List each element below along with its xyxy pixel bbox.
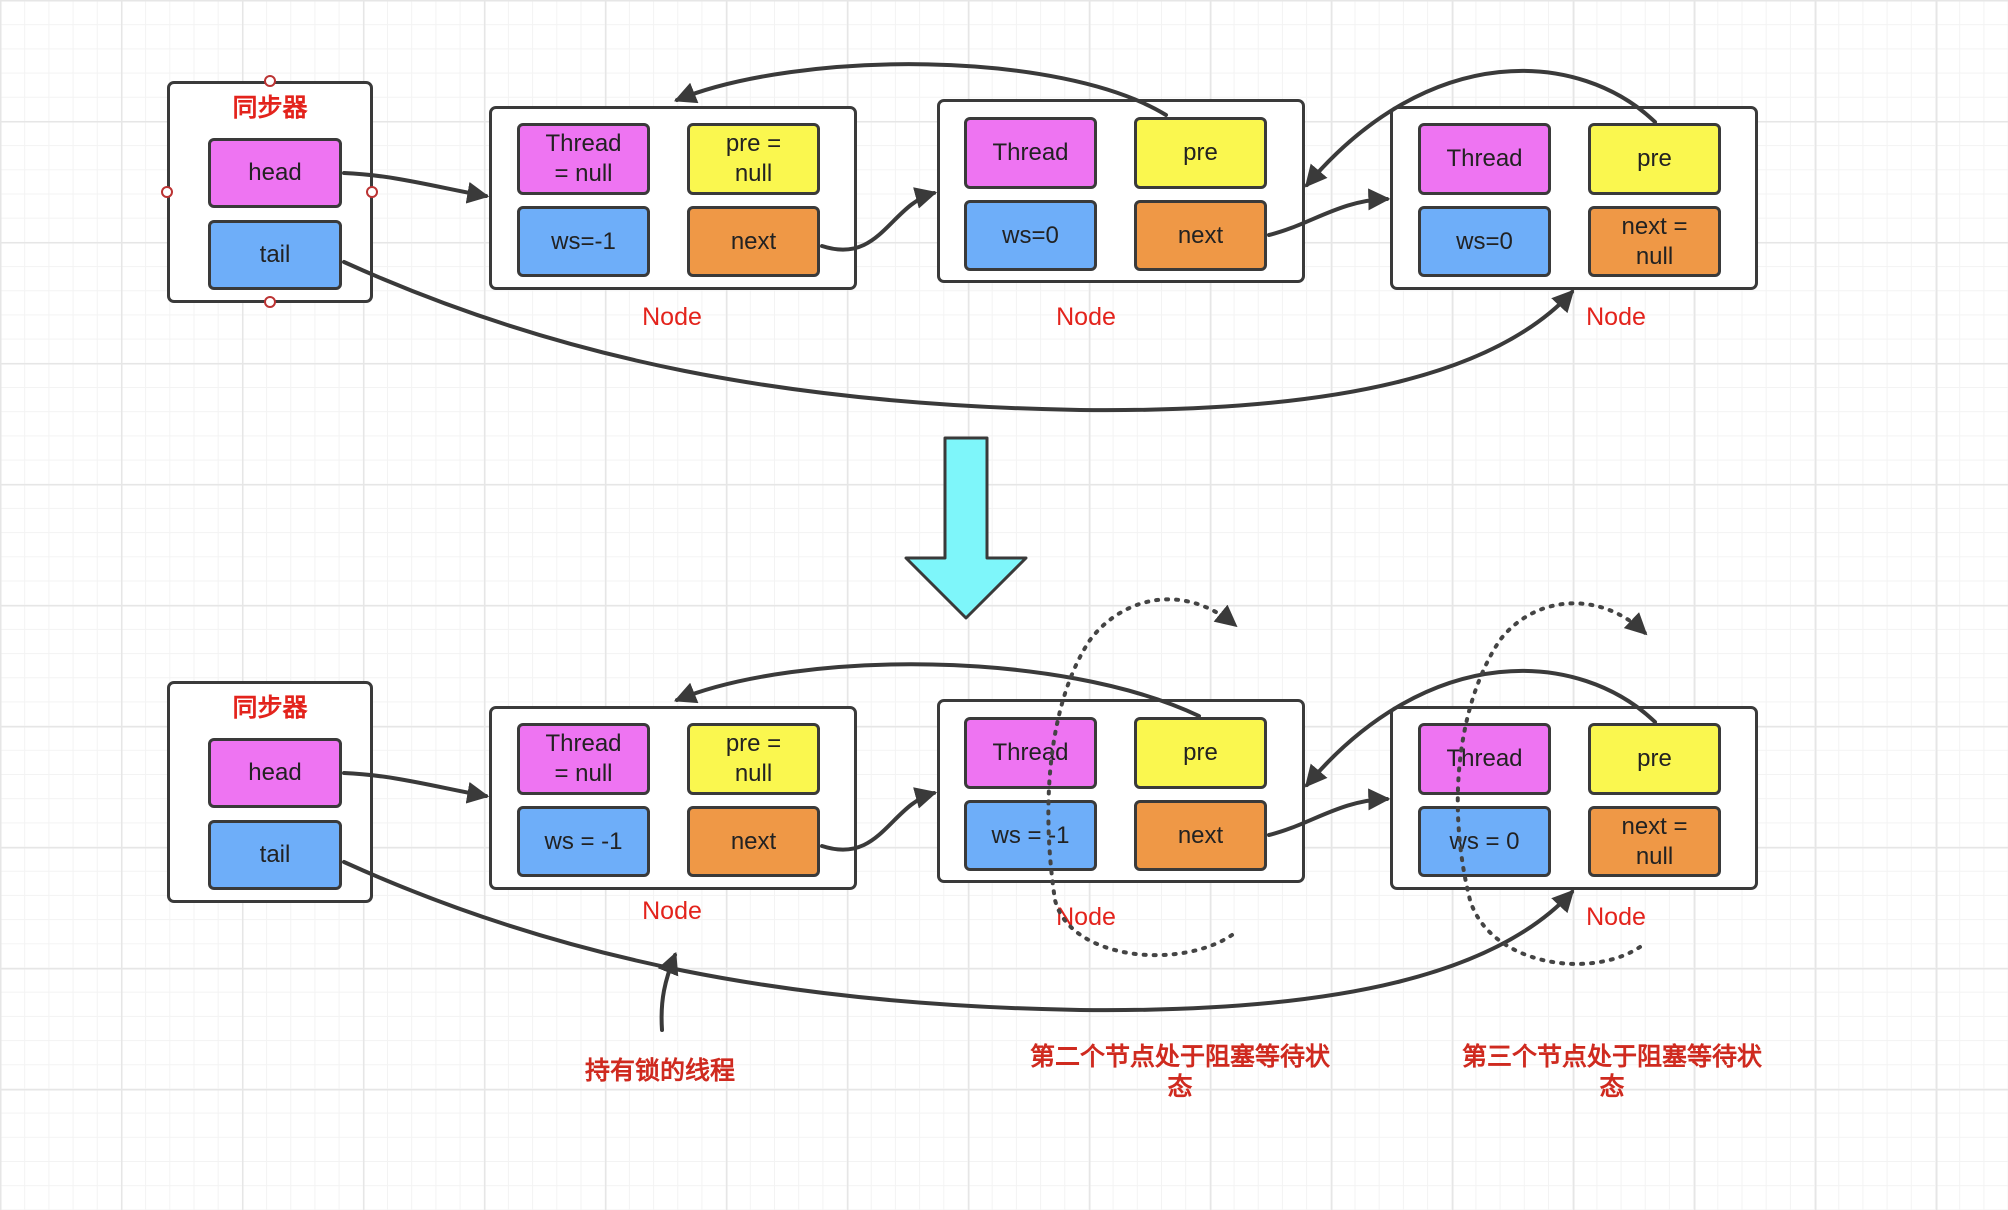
pre-field[interactable]: pre = null — [687, 723, 820, 795]
tail-field-after[interactable]: tail — [208, 820, 342, 890]
thread-field[interactable]: Thread — [1418, 723, 1551, 795]
next-field[interactable]: next — [1134, 800, 1267, 871]
next-field[interactable]: next — [687, 806, 820, 877]
synchronizer-title-before: 同步器 — [232, 94, 308, 122]
ws-field[interactable]: ws = 0 — [1418, 806, 1551, 877]
node-label: Node — [642, 303, 702, 331]
next-field[interactable]: next = null — [1588, 206, 1721, 277]
node-label: Node — [1056, 903, 1116, 931]
thread-field[interactable]: Thread = null — [517, 123, 650, 195]
node-label: Node — [1056, 303, 1116, 331]
resize-handle-top[interactable] — [264, 75, 276, 87]
thread-field[interactable]: Thread = null — [517, 723, 650, 795]
pre-field[interactable]: pre = null — [687, 123, 820, 195]
resize-handle-bottom[interactable] — [264, 296, 276, 308]
lock-holder-note: 持有锁的线程 — [584, 1057, 735, 1085]
thread-field[interactable]: Thread — [964, 117, 1097, 189]
head-field-after[interactable]: head — [208, 738, 342, 808]
lock-holder-pointer-arrow — [657, 951, 679, 1032]
thread-field[interactable]: Thread — [964, 717, 1097, 789]
ws-field[interactable]: ws = -1 — [517, 806, 650, 877]
thread-field[interactable]: Thread — [1418, 123, 1551, 195]
node-label: Node — [1586, 903, 1646, 931]
second-node-blocked-note: 第二个节点处于阻塞等待状 态 — [1029, 1043, 1330, 1101]
tail-field-before[interactable]: tail — [208, 220, 342, 290]
ws-field[interactable]: ws=0 — [964, 200, 1097, 271]
pre-field[interactable]: pre — [1134, 717, 1267, 789]
next-field[interactable]: next = null — [1588, 806, 1721, 877]
next-field[interactable]: next — [1134, 200, 1267, 271]
pre-field[interactable]: pre — [1134, 117, 1267, 189]
ws-field[interactable]: ws=0 — [1418, 206, 1551, 277]
resize-handle-right[interactable] — [366, 186, 378, 198]
resize-handle-left[interactable] — [161, 186, 173, 198]
ws-field[interactable]: ws = -1 — [964, 800, 1097, 871]
ws-field[interactable]: ws=-1 — [517, 206, 650, 277]
third-node-blocked-note: 第三个节点处于阻塞等待状 态 — [1461, 1043, 1762, 1101]
pre-field[interactable]: pre — [1588, 123, 1721, 195]
head-field-before[interactable]: head — [208, 138, 342, 208]
next-field[interactable]: next — [687, 206, 820, 277]
pre-field[interactable]: pre — [1588, 723, 1721, 795]
synchronizer-title-after: 同步器 — [232, 694, 308, 722]
node-label: Node — [1586, 303, 1646, 331]
node-label: Node — [642, 897, 702, 925]
